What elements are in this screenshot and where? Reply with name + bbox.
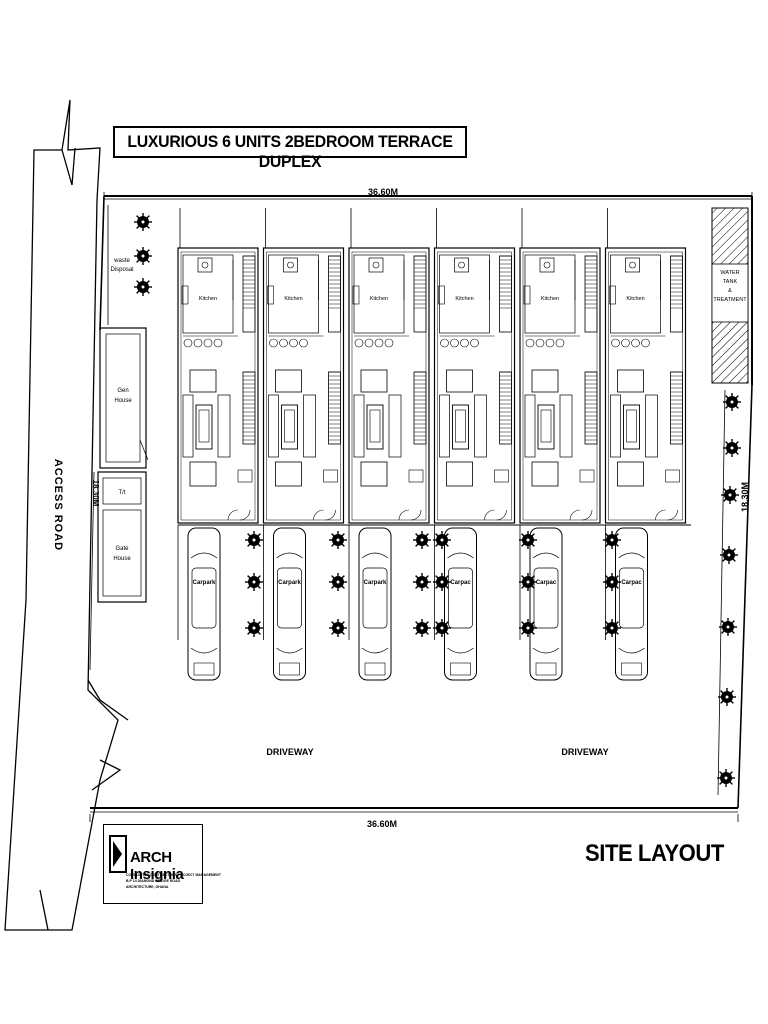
tree-icon: [723, 439, 741, 457]
tree-icon: [519, 619, 537, 637]
firm-services: CONSULTING CONTRACTORS PROJECT MANAGEMEN…: [126, 873, 221, 877]
tree-icon: [329, 573, 347, 591]
dimension-lines: [89, 192, 753, 822]
stair-3: [413, 255, 427, 445]
facilities-block: [89, 327, 149, 671]
site-layout-heading: SITE LAYOUT: [585, 840, 724, 867]
kitchen-label-4: Kitchen: [455, 296, 473, 302]
water-tank: [711, 207, 749, 384]
tree-icon: [134, 278, 152, 296]
disposal-label: Disposal: [110, 267, 133, 273]
water-tank-line-2: TANK: [723, 279, 738, 285]
labels: 36.60M 36.60M 18.30M 18.30M ACCESS ROAD …: [52, 187, 750, 829]
carpark-label-4: Carpac: [450, 580, 471, 586]
trees: [134, 213, 741, 787]
unit-2: Kitchen: [262, 208, 345, 524]
stair-2: [328, 255, 341, 445]
waste-label: waste: [113, 258, 130, 264]
tree-icon: [519, 573, 537, 591]
drawing-title: LUXURIOUS 6 UNITS 2BEDROOM TERRACE DUPLE…: [127, 132, 453, 171]
tree-icon: [329, 619, 347, 637]
carpark-bay-5: Carpac: [519, 525, 563, 681]
carpark-label-1: Carpark: [193, 580, 216, 586]
stair-6: [670, 255, 683, 445]
driveway-label-2: DRIVEWAY: [561, 747, 608, 757]
water-tank-line-1: WATER: [720, 270, 739, 276]
tree-icon: [245, 573, 263, 591]
carpark-label-5: Carpac: [536, 580, 557, 586]
water-tank-line-4: TREATMENT: [713, 297, 747, 303]
tree-icon: [721, 486, 739, 504]
kitchen-label-1: Kitchen: [199, 296, 217, 302]
tree-icon: [719, 618, 737, 636]
carpark-bay-4: Carpac: [434, 525, 477, 681]
right-dimension: 18.30M: [740, 482, 750, 512]
tree-icon: [433, 619, 451, 637]
unit-4: Kitchen: [433, 208, 516, 524]
unit-1: Kitchen: [177, 208, 259, 524]
kitchen-label-6: Kitchen: [626, 296, 644, 302]
tree-icon: [718, 688, 736, 706]
firm-name: ARCH Insignia: [130, 849, 184, 883]
tree-icon: [245, 531, 263, 549]
driveway-label-1: DRIVEWAY: [266, 747, 313, 757]
gen-label: Gen: [117, 388, 128, 394]
gate-house-label: House: [113, 556, 131, 562]
tree-icon: [245, 619, 263, 637]
toilet-label: T/t: [119, 490, 126, 496]
tree-icon: [723, 393, 741, 411]
units-group: Kitchen Kitchen Kitchen Kitchen Kitchen Kitch…: [177, 208, 687, 524]
stair-5: [584, 255, 598, 445]
kitchen-label-2: Kitchen: [284, 296, 302, 302]
tree-icon: [717, 769, 735, 787]
kitchen-label-5: Kitchen: [541, 296, 559, 302]
tree-icon: [329, 531, 347, 549]
tree-icon: [413, 531, 431, 549]
logo-d-icon: [109, 835, 127, 873]
tree-icon: [603, 531, 621, 549]
access-road: [4, 99, 129, 931]
tree-icon: [433, 531, 451, 549]
carpark-bay-2: Carpark: [263, 525, 306, 681]
unit-6: Kitchen: [604, 208, 687, 524]
bottom-dimension: 36.60M: [367, 819, 397, 829]
title-box: LUXURIOUS 6 UNITS 2BEDROOM TERRACE DUPLE…: [113, 126, 467, 171]
carpark-label-2: Carpark: [278, 580, 301, 586]
left-dimension: 18.30M: [91, 480, 100, 507]
carpark-label-3: Carpark: [364, 580, 387, 586]
tree-icon: [603, 619, 621, 637]
gate-label: Gate: [115, 546, 129, 552]
carpark-bay-6: Carpac: [605, 525, 648, 681]
tree-icon: [134, 247, 152, 265]
stair-4: [499, 255, 512, 445]
carpark-area: Carpark Carpark Carpark Carpac Carpac Carpac: [177, 524, 691, 681]
tree-icon: [433, 573, 451, 591]
tree-icon: [413, 619, 431, 637]
carpark-bay-3: Carpark: [348, 525, 392, 681]
water-tank-line-3: &: [728, 288, 732, 294]
top-dimension: 36.60M: [368, 187, 398, 197]
tree-icon: [519, 531, 537, 549]
access-road-label: ACCESS ROAD: [52, 459, 64, 551]
firm-logo: ARCH Insignia CONSULTING CONTRACTORS PRO…: [103, 824, 221, 904]
gen-house-label: House: [114, 398, 132, 404]
unit-3: Kitchen: [348, 208, 430, 524]
kitchen-label-3: Kitchen: [370, 296, 388, 302]
tree-icon: [134, 213, 152, 231]
tree-icon: [413, 573, 431, 591]
firm-location: ARCHITECTURE, GHANA: [126, 885, 169, 889]
tree-icon: [603, 573, 621, 591]
carpark-bay-1: Carpark: [177, 525, 221, 681]
unit-5: Kitchen: [519, 208, 601, 524]
site-boundary: [90, 195, 753, 813]
firm-address: B.P 14 DIAMOND BRIDGE ROAD: [126, 879, 181, 883]
tree-icon: [720, 546, 738, 564]
carpark-label-6: Carpac: [621, 580, 642, 586]
stair-1: [242, 255, 256, 445]
